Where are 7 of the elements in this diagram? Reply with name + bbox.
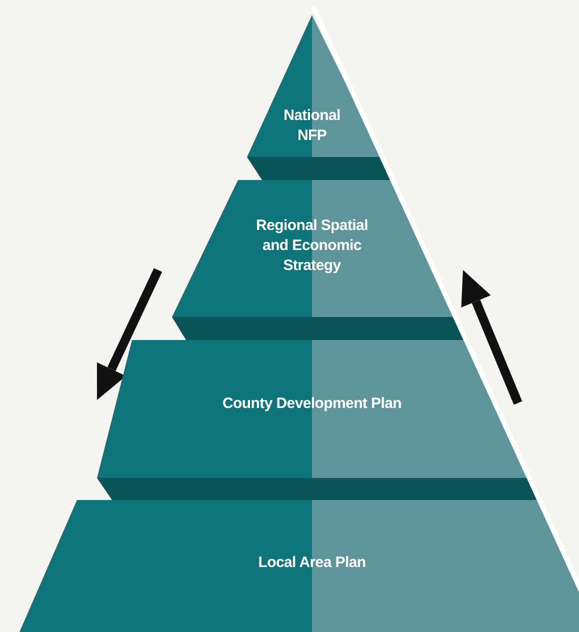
tier-label: Local Area Plan (257, 553, 367, 573)
pyramid-tier (247, 15, 382, 157)
pyramid-tier (97, 340, 528, 478)
pyramid-tier (172, 180, 454, 317)
tier-label: National NFP (282, 106, 342, 146)
tier-label: Regional Spatial and Economic Strategy (255, 216, 369, 276)
tier-label: County Development Plan (222, 394, 402, 414)
